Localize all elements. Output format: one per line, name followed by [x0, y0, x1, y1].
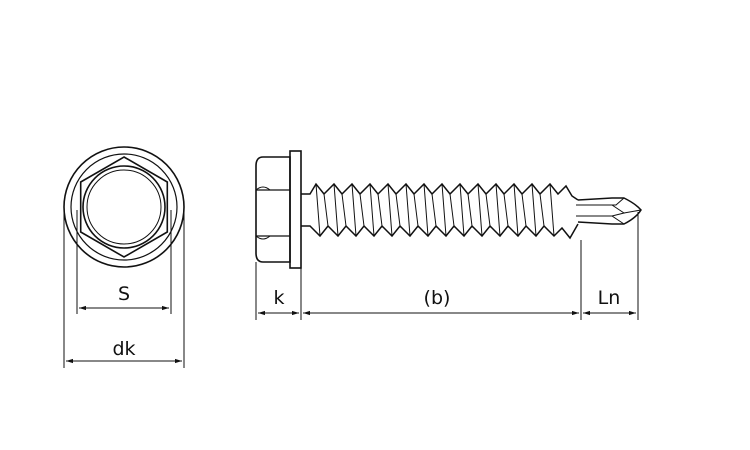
- washer-outer-circle: [63, 146, 185, 268]
- dimension-s: [76, 210, 172, 314]
- washer-inner-circle: [70, 153, 178, 261]
- label-dk: dk: [112, 338, 135, 360]
- dimension-k: [255, 262, 302, 320]
- thread-bottom: [301, 223, 579, 240]
- hex-inner-circle: [86, 169, 162, 245]
- drill-point: [577, 197, 642, 225]
- label-s: S: [118, 283, 130, 305]
- screw-side-view: [255, 150, 642, 269]
- hex-head: [255, 156, 291, 263]
- dimension-b: [303, 240, 582, 320]
- label-ln: Ln: [598, 287, 621, 309]
- hex-outline: [79, 156, 169, 258]
- washer-flange: [289, 150, 302, 269]
- dimension-dk: [63, 207, 185, 368]
- dimension-ln: [583, 212, 639, 320]
- head-end-view: [63, 146, 185, 268]
- label-k: k: [273, 287, 284, 309]
- hex-inscribed-circle: [82, 165, 166, 249]
- label-b: (b): [424, 287, 451, 309]
